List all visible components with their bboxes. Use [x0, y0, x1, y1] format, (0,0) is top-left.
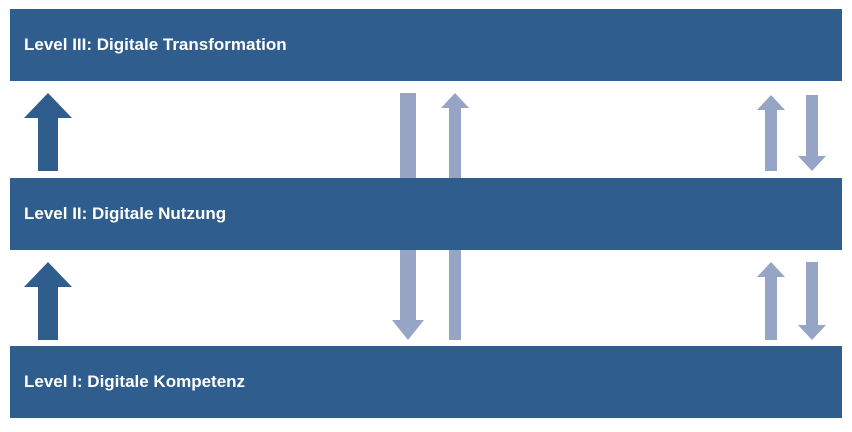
level-3-label: Level III: Digitale Transformation [24, 35, 287, 54]
arrow-up-icon [757, 95, 785, 171]
arrow-up-icon [757, 262, 785, 340]
arrow-down-icon [798, 262, 826, 340]
level-1-bar: Level I: Digitale Kompetenz [10, 346, 842, 418]
arrow-up-icon [24, 262, 72, 340]
arrow-up-icon [24, 93, 72, 171]
level-2-label: Level II: Digitale Nutzung [24, 204, 227, 223]
arrow-down-icon [798, 95, 826, 171]
level-3-bar: Level III: Digitale Transformation [10, 9, 842, 81]
level-2-bar: Level II: Digitale Nutzung [10, 178, 842, 250]
level-1-label: Level I: Digitale Kompetenz [24, 372, 246, 391]
